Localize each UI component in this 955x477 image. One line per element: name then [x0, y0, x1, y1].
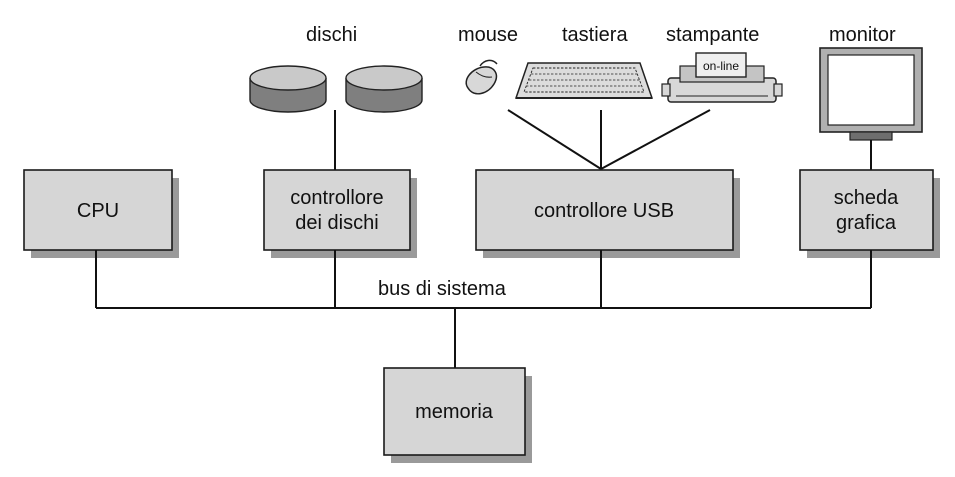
monitor-label: monitor [829, 24, 896, 46]
graphics-card-label-line2: grafica [836, 212, 897, 234]
monitor-icon [819, 47, 923, 141]
memory-box: memoria [383, 367, 532, 463]
mouse-icon [465, 59, 498, 95]
cpu-label: CPU [77, 200, 119, 222]
keyboard-label: tastiera [562, 24, 628, 46]
mouse-label: mouse [458, 24, 518, 46]
printer-status-text: on-line [703, 59, 739, 73]
printer-icon: on-line [661, 52, 783, 103]
keyboard-icon [514, 62, 654, 99]
bus-label: bus di sistema [378, 278, 507, 300]
disk-controller-label-line1: controllore [290, 187, 383, 209]
printer-connection-line [600, 109, 711, 170]
disk-controller-box: controllore dei dischi [263, 169, 417, 258]
system-bus [95, 250, 872, 368]
usb-controller-box: controllore USB [475, 169, 740, 258]
graphics-card-box: scheda grafica [799, 169, 940, 258]
cpu-box: CPU [23, 169, 179, 258]
usb-controller-label: controllore USB [534, 200, 674, 222]
disk-controller-label-line2: dei dischi [295, 212, 378, 234]
disks-label: dischi [306, 24, 357, 46]
printer-label: stampante [666, 24, 759, 46]
mouse-connection-line [507, 109, 602, 170]
graphics-card-label-line1: scheda [834, 187, 899, 209]
memory-label: memoria [415, 401, 494, 423]
disk-icon [249, 65, 327, 113]
disk-icon [345, 65, 423, 113]
